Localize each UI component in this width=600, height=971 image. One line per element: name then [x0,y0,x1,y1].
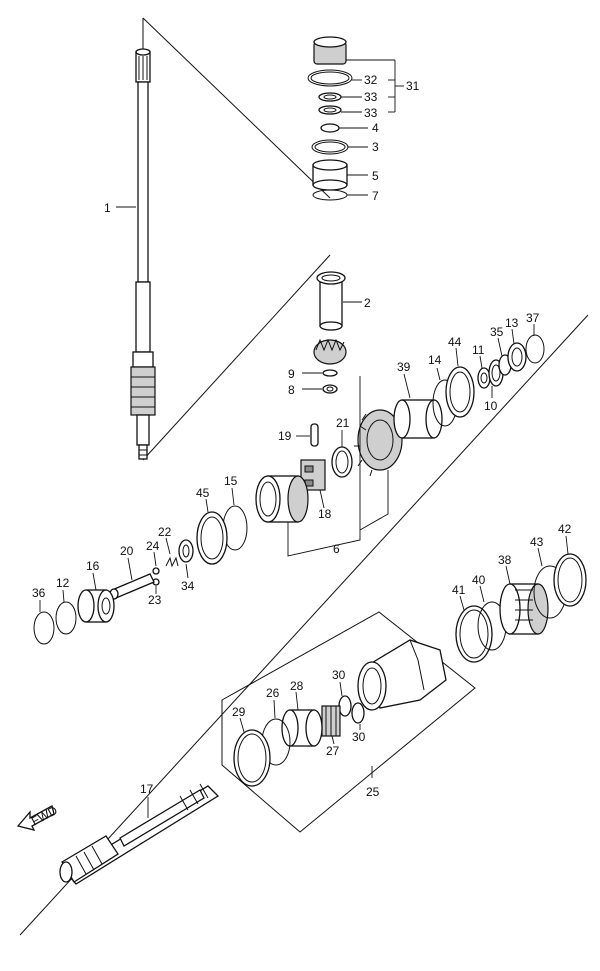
callout-21: 21 [336,416,350,430]
callout-7: 7 [372,189,379,203]
callout-42: 42 [558,522,572,536]
callouts: 1 2 3 4 5 6 7 8 9 10 11 12 13 14 15 16 1… [32,73,572,799]
callout-24: 24 [146,539,160,553]
callout-40: 40 [472,573,486,587]
sleeve-bushing [316,271,362,331]
callout-35: 35 [490,325,504,339]
callout-20: 20 [120,544,134,558]
callout-34: 34 [181,579,195,593]
callout-12: 12 [56,576,70,590]
callout-39: 39 [397,360,411,374]
callout-4: 4 [372,121,379,135]
fwd-arrow-icon: FWD [16,803,60,831]
callout-29: 29 [232,705,246,719]
right-bearing-group [455,535,587,663]
callout-45: 45 [196,486,210,500]
callout-25: 25 [366,785,380,799]
callout-28: 28 [290,679,304,693]
frame-line-top [142,17,331,199]
callout-32: 32 [364,73,378,87]
propeller-shaft [59,783,220,885]
callout-10: 10 [484,399,498,413]
callout-22: 22 [158,525,172,539]
callout-36: 36 [32,586,46,600]
callout-3: 3 [372,140,379,154]
callout-18: 18 [318,507,332,521]
callout-14: 14 [428,353,442,367]
callout-9: 9 [288,367,295,381]
callout-15: 15 [224,474,238,488]
callout-5: 5 [372,169,379,183]
fwd-label: FWD [29,803,60,828]
callout-11: 11 [472,343,485,357]
callout-43: 43 [530,535,544,549]
callout-17: 17 [140,782,154,796]
pinion-gear [302,338,347,394]
frame-line-diagonal [19,314,589,936]
drive-shaft [130,48,156,460]
callout-27: 27 [326,744,340,758]
callout-44: 44 [448,335,462,349]
callout-13: 13 [505,316,519,330]
callout-6: 6 [333,542,340,556]
callout-23: 23 [148,593,162,607]
callout-30b: 30 [352,730,366,744]
callout-16: 16 [86,559,100,573]
callout-26: 26 [266,686,280,700]
top-bearing-stack [307,36,353,201]
callout-38: 38 [498,553,512,567]
callout-33a: 33 [364,90,378,104]
callout-41: 41 [452,583,466,597]
prop-housing-group [221,611,476,833]
callout-19: 19 [278,429,292,443]
callout-37: 37 [526,311,540,325]
callout-30a: 30 [332,668,346,682]
callout-8: 8 [288,383,295,397]
callout-1: 1 [104,201,111,215]
frame-line-mid [142,254,331,461]
top-leaders [339,59,404,196]
reverse-gear-group [33,475,309,645]
callout-33b: 33 [364,106,378,120]
forward-gear-group [287,324,545,557]
callout-2: 2 [364,296,371,310]
callout-31: 31 [406,79,420,93]
